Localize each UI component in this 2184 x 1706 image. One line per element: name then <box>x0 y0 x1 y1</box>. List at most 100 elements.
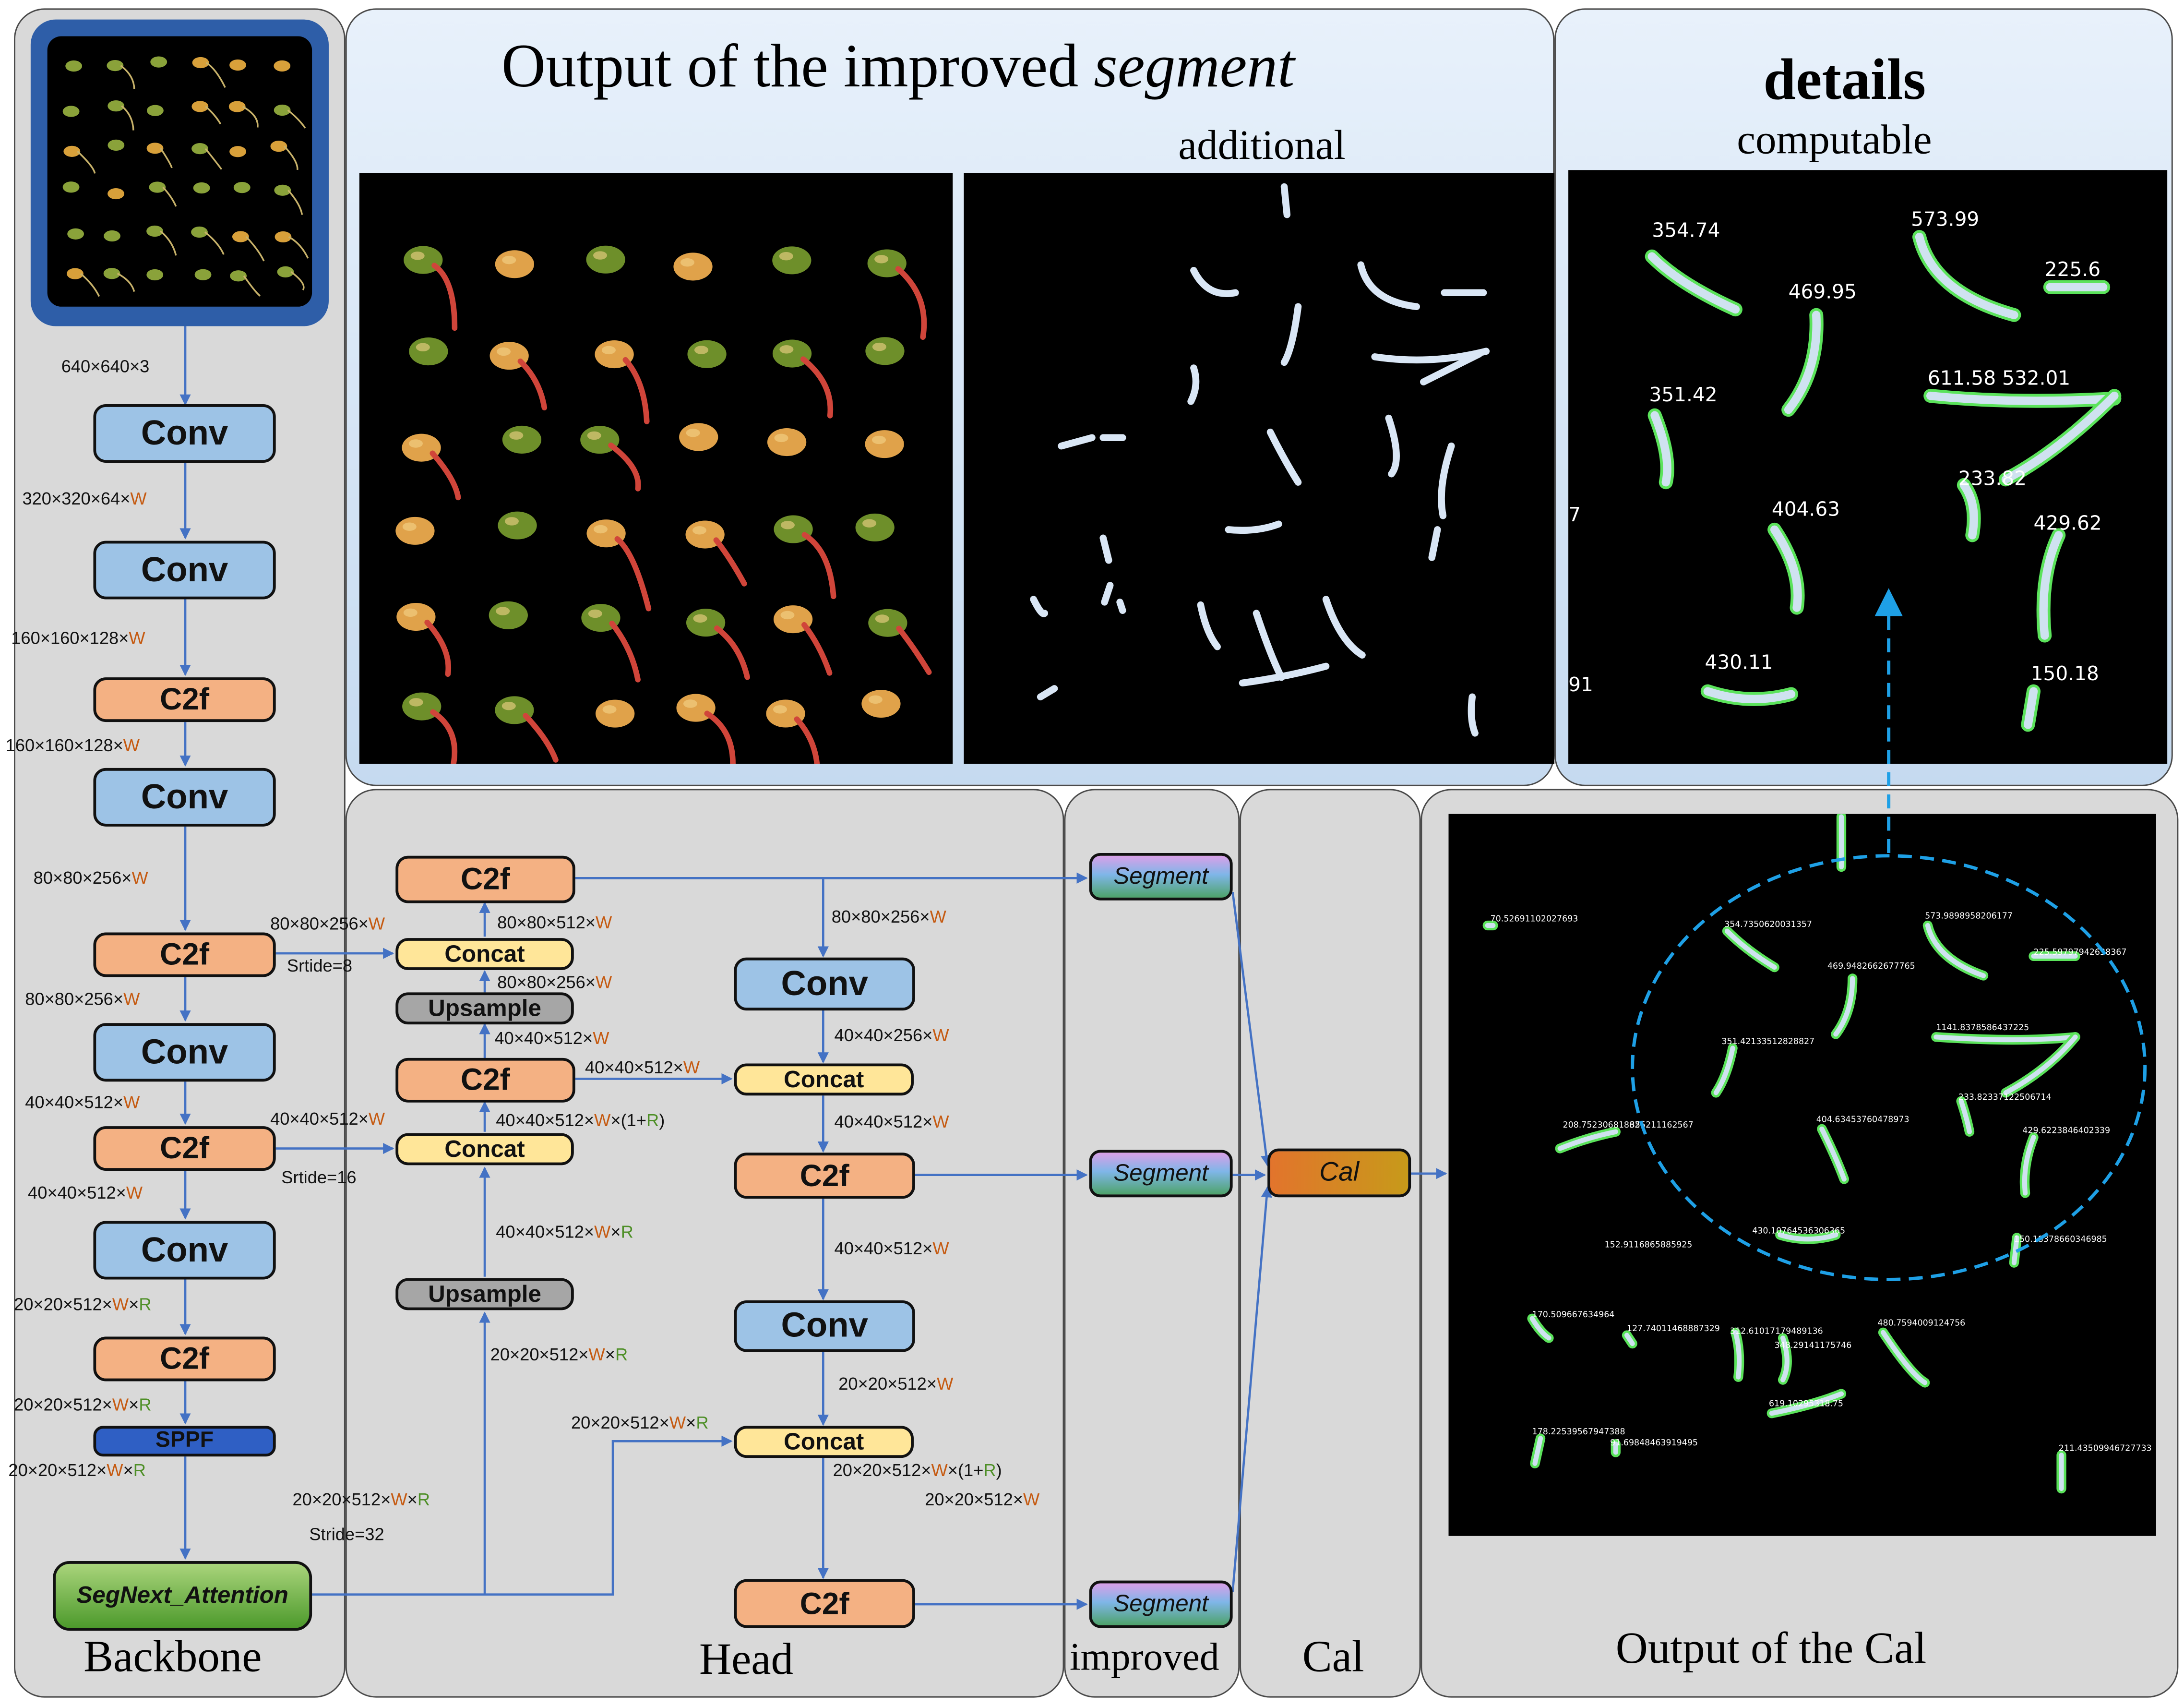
root-fill <box>1778 1232 1838 1242</box>
dim-label: 320×320×64×W <box>22 489 147 509</box>
seed-highlight <box>680 258 694 267</box>
output-value: 150.18378660346985 <box>2014 1235 2107 1245</box>
seed <box>274 60 291 72</box>
root-fill <box>1833 976 1855 1037</box>
dim-label: 40×40×512×W <box>834 1112 949 1132</box>
backbone-conv-5: Conv <box>93 1221 276 1280</box>
details-image: 354.74 573.99 225.6 469.95 351.42 611.58… <box>1568 170 2168 764</box>
root-fill <box>2024 687 2038 729</box>
seed <box>104 230 120 242</box>
dim-label: 80×80×512×W <box>497 913 612 933</box>
seed <box>229 146 247 157</box>
mask-root <box>1099 534 1112 564</box>
root-fill <box>1780 1335 1790 1382</box>
seed-highlight <box>601 346 616 355</box>
head-concat-1: Concat <box>395 938 574 970</box>
root-fill <box>1933 1034 2078 1043</box>
head-c2f-2: C2f <box>734 1153 915 1199</box>
sprout <box>204 148 223 170</box>
head-upsample-2: Upsample <box>395 1278 574 1310</box>
sprout <box>430 709 458 764</box>
sprout <box>287 190 303 215</box>
sprout <box>204 231 225 255</box>
mask-root <box>1438 442 1455 519</box>
dim-label: 80×80×256×W <box>270 914 385 934</box>
output-value: 480.7594009124756 <box>1877 1318 1966 1329</box>
output-cal-title: Output of the Cal <box>1615 1622 1927 1673</box>
sprout <box>800 356 834 419</box>
seed-highlight <box>409 698 423 707</box>
output-value: 351.42133512828827 <box>1721 1037 1815 1047</box>
root-fill <box>1624 1333 1635 1346</box>
root-fill <box>1529 1316 1551 1341</box>
root-fill <box>1784 311 1821 414</box>
seed <box>229 59 246 71</box>
seed-highlight <box>686 429 700 437</box>
segment-output-title: Output of the improved segment <box>501 32 1295 101</box>
detail-value: 469.95 <box>1788 281 1857 304</box>
output-value: 404.63453760478973 <box>1816 1115 1910 1125</box>
seed-highlight <box>403 608 418 617</box>
seed-highlight <box>501 701 516 710</box>
sprout <box>704 710 736 764</box>
seed-highlight <box>774 433 788 443</box>
cal-block: Cal <box>1267 1148 1411 1198</box>
sprout <box>714 625 750 680</box>
sprout <box>801 532 836 600</box>
sprout <box>288 236 309 259</box>
root-fill <box>1703 687 1796 704</box>
dim-label: 20×20×512×W×R <box>8 1460 146 1480</box>
seed <box>191 101 209 112</box>
seed <box>274 104 291 116</box>
seed <box>107 188 124 200</box>
output-value: 170.509667634964 <box>1532 1310 1615 1320</box>
seed-highlight <box>509 431 524 440</box>
seed-highlight <box>693 614 707 623</box>
segment-block-3: Segment <box>1089 1580 1233 1628</box>
root-fill <box>1880 1330 1928 1385</box>
seed-highlight <box>868 695 883 704</box>
head-title: Head <box>699 1634 793 1684</box>
output-value: 233.82337122506714 <box>1958 1093 2052 1103</box>
mask-svg <box>1030 183 1490 737</box>
sprout <box>77 151 96 174</box>
sprout <box>430 450 461 501</box>
cal-title: Cal <box>1302 1631 1364 1681</box>
seed <box>146 225 163 237</box>
dim-label: 20×20×512×W×R <box>490 1345 628 1365</box>
sprout <box>614 536 652 612</box>
seed <box>146 143 164 154</box>
detail-value: 611.58 532.01 <box>1927 368 2071 391</box>
head-c2f-3: C2f <box>734 1579 915 1628</box>
seed <box>62 106 80 117</box>
seed-highlight <box>587 431 601 440</box>
seed <box>107 100 125 112</box>
dim-label: 160×160×128×W <box>11 628 145 649</box>
seed <box>270 141 287 152</box>
segment-block-2: Segment <box>1089 1150 1233 1198</box>
dim-label: 20×20×512×W <box>838 1374 954 1394</box>
sprout <box>245 236 265 262</box>
detail-value: 7 <box>1568 505 1581 527</box>
root-fill <box>1650 411 1671 487</box>
cal-panel <box>1240 789 1421 1698</box>
dim-label: 80×80×256×W <box>33 868 148 888</box>
root-fill <box>1713 1045 1735 1095</box>
seed-highlight <box>602 705 617 714</box>
seed <box>232 231 249 242</box>
output-svg <box>1482 814 2080 1494</box>
additional-label: additional <box>1178 122 1346 169</box>
detail-value: 573.99 <box>1911 209 1980 231</box>
input-seeds-svg <box>62 56 309 297</box>
mask-root <box>1266 428 1302 486</box>
dim-label: 80×80×256×W <box>497 973 612 993</box>
seed <box>107 60 124 72</box>
seed <box>147 105 164 116</box>
dim-label: 40×40×512×W×R <box>496 1222 633 1242</box>
dim-label: 160×160×128×W <box>5 736 140 756</box>
output-value: 348.29141175746 <box>1774 1341 1852 1351</box>
seed-highlight <box>779 252 793 261</box>
seed <box>65 60 83 72</box>
seed <box>191 143 208 155</box>
mask-root <box>1037 685 1058 701</box>
